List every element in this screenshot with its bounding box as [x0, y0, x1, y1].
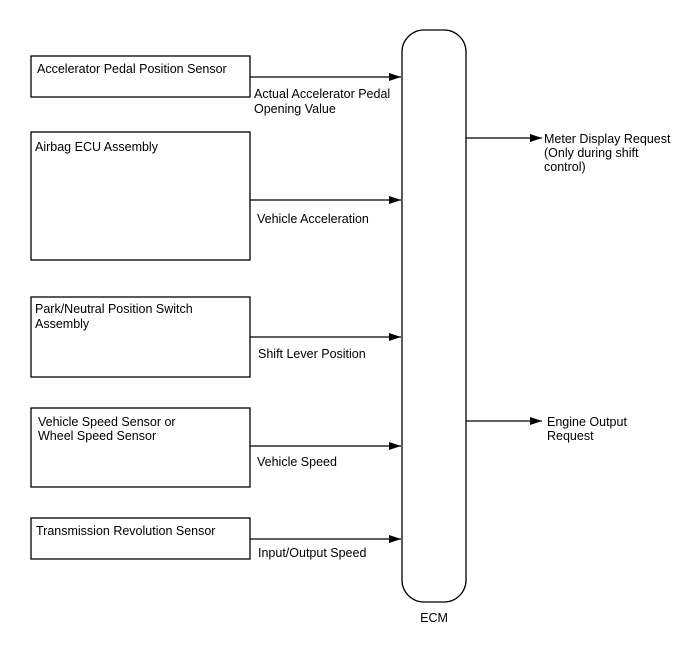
signal-label-shift-lever-position: Shift Lever Position — [258, 347, 366, 361]
ecm-block — [401, 29, 467, 603]
signal-label-input-output-speed: Input/Output Speed — [258, 546, 366, 560]
input-label-accelerator-pedal-position-sensor: Accelerator Pedal Position Sensor — [37, 62, 227, 76]
ecm-label: ECM — [420, 611, 448, 625]
input-label-vehicle-speed-sensor: Vehicle Speed Sensor or Wheel Speed Sens… — [38, 415, 179, 443]
signal-label-vehicle-acceleration: Vehicle Acceleration — [257, 212, 369, 226]
signal-label-actual-accelerator-pedal-opening-value: Actual Accelerator Pedal Opening Value — [254, 87, 394, 116]
input-label-airbag-ecu-assembly: Airbag ECU Assembly — [35, 140, 159, 154]
input-box-park-neutral-position-switch — [30, 296, 251, 378]
signal-label-vehicle-speed: Vehicle Speed — [257, 455, 337, 469]
input-box-airbag-ecu-assembly — [30, 131, 251, 261]
input-label-park-neutral-position-switch: Park/Neutral Position Switch Assembly — [35, 302, 196, 331]
input-box-transmission-revolution-sensor — [30, 517, 251, 560]
output-label-meter-display-request: Meter Display Request (Only during shift… — [544, 132, 674, 174]
input-label-transmission-revolution-sensor: Transmission Revolution Sensor — [36, 524, 215, 538]
output-label-engine-output-request: Engine Output Request — [547, 415, 630, 443]
input-box-vehicle-speed-sensor — [30, 407, 251, 488]
input-box-accelerator-pedal-position-sensor — [30, 55, 251, 98]
